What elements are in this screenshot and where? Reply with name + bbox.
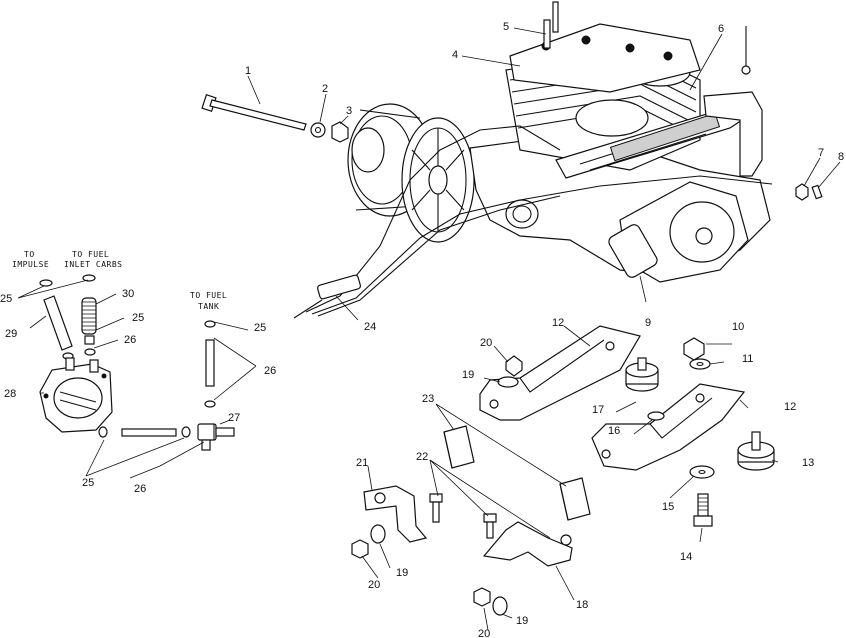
callout-24: 24 — [364, 321, 376, 333]
note-to-impulse-line1: TO — [24, 250, 35, 259]
callout-14: 14 — [680, 551, 692, 563]
callout-26b: 26 — [134, 483, 146, 495]
callout-7: 7 — [818, 147, 824, 159]
callout-22: 22 — [416, 451, 428, 463]
bracket-18 — [482, 521, 573, 567]
callout-23: 23 — [422, 393, 434, 405]
crankcase-port — [505, 199, 539, 229]
washer-15 — [689, 465, 715, 479]
callout-25b: 25 — [132, 312, 144, 324]
clamp-tank-bottom — [204, 400, 216, 408]
driven-pulley — [401, 117, 475, 243]
callout-21: 21 — [356, 457, 368, 469]
washer-16 — [647, 411, 665, 421]
callout-27: 27 — [228, 412, 240, 424]
callout-12b: 12 — [784, 401, 796, 413]
nut-20b — [351, 539, 369, 559]
note-to-impulse-line2: IMPULSE — [12, 260, 49, 269]
cylinder-head — [509, 1, 701, 93]
stud-8 — [811, 184, 823, 200]
note-to-fuel-tank-line1: TO FUEL — [190, 291, 227, 300]
callout-20a: 20 — [480, 337, 492, 349]
nut-3 — [331, 121, 349, 143]
callout-6: 6 — [718, 23, 724, 35]
washer-19a — [497, 376, 519, 388]
callout-8: 8 — [838, 151, 844, 163]
callout-10: 10 — [732, 321, 744, 333]
clamp-lower-left — [98, 426, 108, 438]
exhaust-manifold — [555, 91, 763, 179]
callout-19b: 19 — [396, 567, 408, 579]
clamp-right — [84, 348, 96, 356]
fuel-line-hose — [121, 428, 177, 437]
mount-plate-upper — [479, 325, 641, 421]
hose-clamp-top-left — [39, 279, 53, 287]
engine-mount-assembly: 12 12 10 11 17 16 13 15 14 20 19 23 22 2… — [351, 317, 814, 638]
callout-17: 17 — [592, 404, 604, 416]
washer-2 — [310, 122, 326, 138]
callout-20b: 20 — [368, 579, 380, 591]
oil-pump-cable — [317, 195, 561, 317]
bolt-14 — [693, 493, 713, 527]
callout-25d: 25 — [254, 322, 266, 334]
nut-20a — [505, 355, 523, 377]
callout-2: 2 — [322, 83, 328, 95]
washer-11 — [689, 358, 711, 370]
callout-3: 3 — [346, 105, 352, 117]
tank-hose — [205, 339, 215, 387]
magneto-cover — [608, 181, 749, 283]
callout-16: 16 — [608, 425, 620, 437]
callout-29: 29 — [5, 328, 17, 340]
callout-26a: 26 — [124, 334, 136, 346]
fuel-filter-spring — [81, 297, 97, 335]
callout-25a: 25 — [0, 293, 12, 305]
callout-20c: 20 — [478, 628, 490, 638]
note-to-fuel-inlet-line1: TO FUEL — [72, 250, 109, 259]
mount-plate-lower — [591, 383, 746, 471]
note-to-fuel-tank-line2: TANK — [198, 302, 219, 311]
washer-19c — [492, 596, 508, 616]
callout-28: 28 — [4, 388, 16, 400]
choke-cable — [311, 175, 773, 315]
bracket-21 — [363, 485, 428, 543]
fuel-pump-body — [39, 357, 113, 433]
hose-fitting — [84, 335, 95, 345]
callout-4: 4 — [452, 49, 458, 61]
nut-10 — [683, 337, 705, 361]
note-to-fuel-inlet-line2: INLET CARBS — [64, 260, 122, 269]
callout-13: 13 — [802, 457, 814, 469]
callout-25c: 25 — [82, 477, 94, 489]
callout-1: 1 — [245, 65, 251, 77]
fuel-inline-fitting — [197, 423, 235, 451]
nut-20c — [473, 587, 491, 607]
impulse-hose — [43, 295, 73, 351]
callout-5: 5 — [503, 21, 509, 33]
bracket-23b — [559, 477, 591, 521]
rubber-mount-13 — [737, 431, 775, 471]
hose-clamp-top-right — [82, 274, 96, 282]
callout-18: 18 — [576, 599, 588, 611]
callout-26c: 26 — [264, 365, 276, 377]
callout-12a: 12 — [552, 317, 564, 329]
callout-9: 9 — [645, 317, 651, 329]
bracket-23a — [443, 425, 475, 469]
cable-junction-block — [316, 274, 362, 300]
washer-19b — [370, 524, 386, 544]
fuel-pump-assembly: TO IMPULSE TO FUEL INLET CARBS — [0, 250, 276, 495]
nut-7 — [795, 183, 809, 201]
clamp-lower-right — [181, 426, 191, 438]
rubber-mount-17 — [625, 357, 659, 392]
bolt-22a — [429, 493, 443, 523]
engine-mount-bolt — [201, 94, 307, 131]
callout-11: 11 — [742, 353, 753, 365]
callout-30: 30 — [122, 288, 134, 300]
callout-15: 15 — [662, 501, 674, 513]
callout-19c: 19 — [516, 615, 528, 627]
engine-assembly: 1 2 3 4 5 6 7 8 9 24 — [201, 1, 844, 333]
callout-19a: 19 — [462, 369, 474, 381]
bolt-22b — [483, 513, 497, 539]
clamp-tank-top — [204, 320, 216, 328]
